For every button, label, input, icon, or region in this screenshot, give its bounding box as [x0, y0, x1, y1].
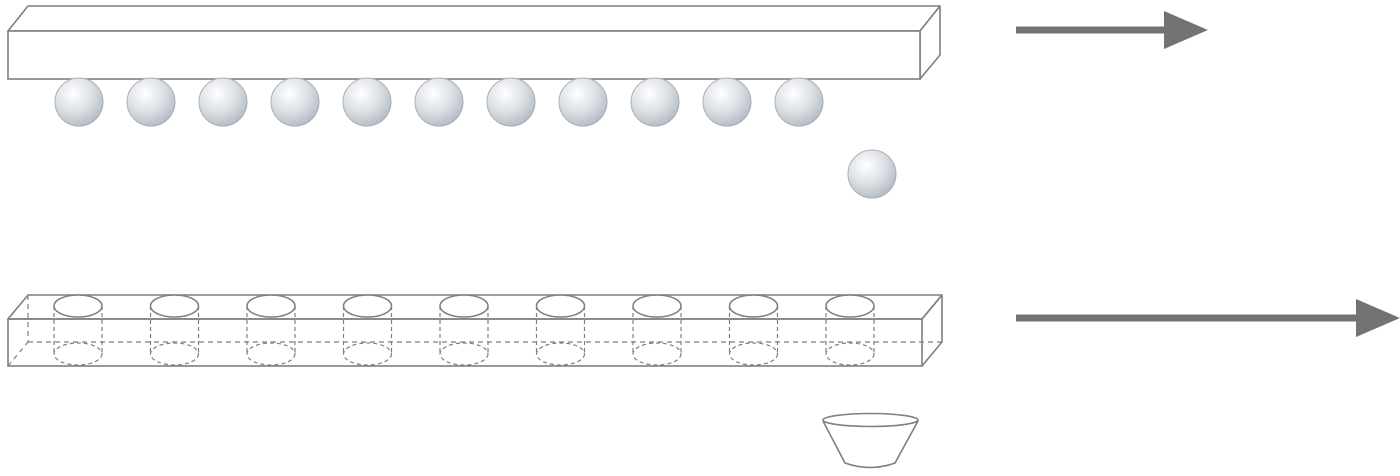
hole-bottom-opening [439, 342, 489, 366]
ball [702, 77, 752, 127]
hole-top-opening [149, 294, 200, 318]
lower-bar-hidden-left-bottom-edge [7, 341, 29, 367]
hole [246, 294, 296, 366]
hole-top-opening [53, 294, 103, 318]
hole-top-opening [825, 294, 875, 318]
hole-top-opening [439, 294, 489, 318]
ball-row [54, 77, 824, 127]
hole-bottom-opening [535, 342, 586, 366]
hole-bottom-opening [342, 342, 393, 366]
hole-top-opening [728, 294, 779, 318]
hole-top-opening [535, 294, 586, 318]
lower-motion-arrow [1016, 299, 1400, 337]
hole [825, 294, 875, 366]
ball [270, 77, 320, 127]
lower-bar-end-face [921, 294, 943, 367]
hole [439, 294, 489, 366]
hole-bottom-opening [825, 342, 875, 366]
lower-bar [7, 294, 943, 367]
upper-bar-top-face [7, 5, 941, 32]
hole [535, 294, 586, 366]
ball [774, 77, 824, 127]
collection-cup [822, 412, 919, 469]
lower-arrow-head [1356, 299, 1400, 337]
hole [728, 294, 779, 366]
lower-bar-front-face [7, 318, 923, 367]
hole-top-opening [342, 294, 393, 318]
hole-top-opening [246, 294, 296, 318]
ball [342, 77, 392, 127]
hole-bottom-opening [728, 342, 779, 366]
ball [54, 77, 104, 127]
cup-body [822, 420, 919, 469]
ball [630, 77, 680, 127]
upper-bar-front-face [7, 30, 921, 80]
hole-bottom-opening [246, 342, 296, 366]
ball [558, 77, 608, 127]
hole [149, 294, 200, 366]
cup-rim [822, 412, 919, 428]
hole [632, 294, 682, 366]
hole-bottom-opening [149, 342, 200, 366]
falling-ball [847, 149, 897, 199]
hole-bottom-opening [632, 342, 682, 366]
ball [126, 77, 176, 127]
ball [486, 77, 536, 127]
hole-bottom-opening [53, 342, 103, 366]
upper-motion-arrow [1016, 11, 1208, 49]
hole-row [53, 294, 875, 366]
hole [53, 294, 103, 366]
falling-ball-group [847, 149, 897, 199]
ball [198, 77, 248, 127]
hole-top-opening [632, 294, 682, 318]
ball [414, 77, 464, 127]
upper-arrow-head [1164, 11, 1208, 49]
hole [342, 294, 393, 366]
upper-bar [7, 5, 941, 80]
